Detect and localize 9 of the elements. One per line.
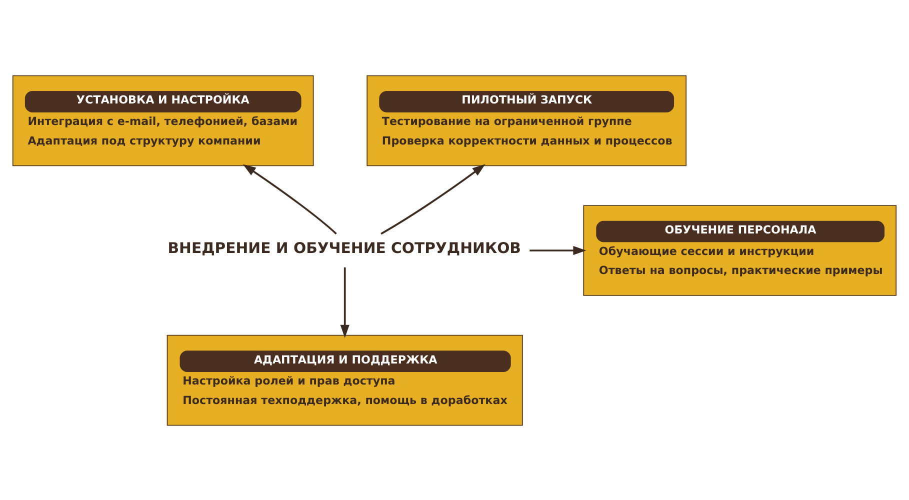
node-box: ОБУЧЕНИЕ ПЕРСОНАЛА Обучающие сессии и инструкции Ответы на вопросы, практические примеры (583, 204, 897, 296)
node-box: ПИЛОТНЫЙ ЗАПУСК Тестирование на ограниченной группе Проверка корректности данных и процессов (366, 74, 687, 166)
node-text: ВНЕДРЕНИЕ И ОБУЧЕНИЕ СОТРУДНИКОВ (168, 240, 521, 257)
node-box: АДАПТАЦИЯ И ПОДДЕРЖКА Настройка ролей и прав доступа Постоянная техподдержка, помощь в доработках (166, 334, 523, 426)
arrow (380, 164, 486, 234)
arrow (340, 266, 350, 338)
arrow (242, 164, 337, 234)
arrow (530, 245, 586, 255)
node-box: УСТАНОВКА И НАСТРОЙКА Интеграция с e-mail, телефонией, базами Адаптация под структуру компании (12, 74, 314, 166)
